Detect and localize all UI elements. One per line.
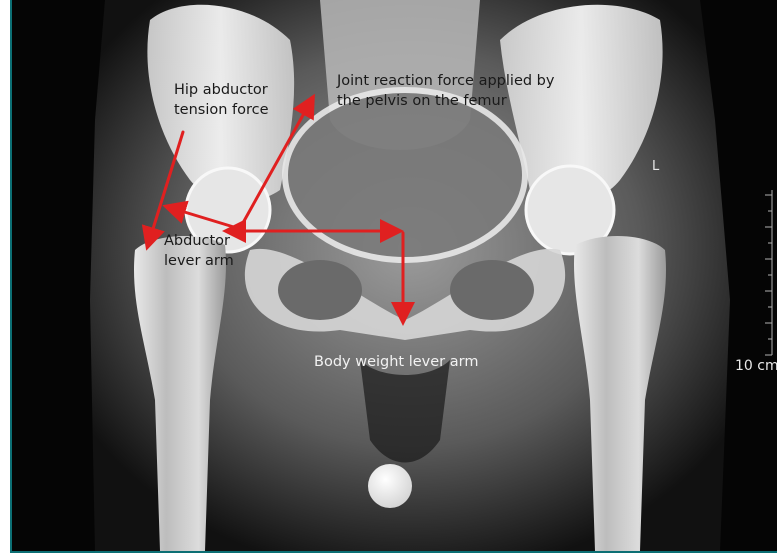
side-marker-l: L <box>652 159 659 174</box>
right-obturator <box>450 260 534 320</box>
joint-reaction-label: Joint reaction force applied by the pelv… <box>337 71 554 111</box>
body-weight-label: Body weight lever arm <box>314 352 478 372</box>
hip-abductor-line2: tension force <box>174 100 269 120</box>
xray-image: Hip abductor tension force Joint reactio… <box>12 0 777 551</box>
joint-reaction-line1: Joint reaction force applied by <box>337 71 554 91</box>
left-obturator <box>278 260 362 320</box>
abductor-lever-label: Abductor lever arm <box>164 231 234 271</box>
abductor-lever-line2: lever arm <box>164 251 234 271</box>
gonadal-shield <box>368 464 412 508</box>
joint-reaction-line2: the pelvis on the femur <box>337 91 554 111</box>
pelvic-inlet <box>285 90 525 260</box>
hip-abductor-line1: Hip abductor <box>174 80 269 100</box>
hip-abductor-label: Hip abductor tension force <box>174 80 269 120</box>
abductor-lever-line1: Abductor <box>164 231 234 251</box>
ruler-label: 10 cm <box>735 358 777 374</box>
ruler <box>765 190 772 355</box>
